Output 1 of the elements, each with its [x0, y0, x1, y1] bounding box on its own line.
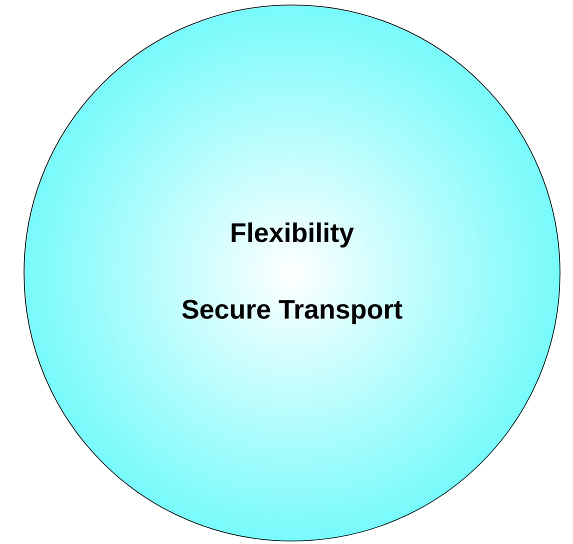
circle-node: Flexibility Secure Transport [24, 4, 560, 542]
